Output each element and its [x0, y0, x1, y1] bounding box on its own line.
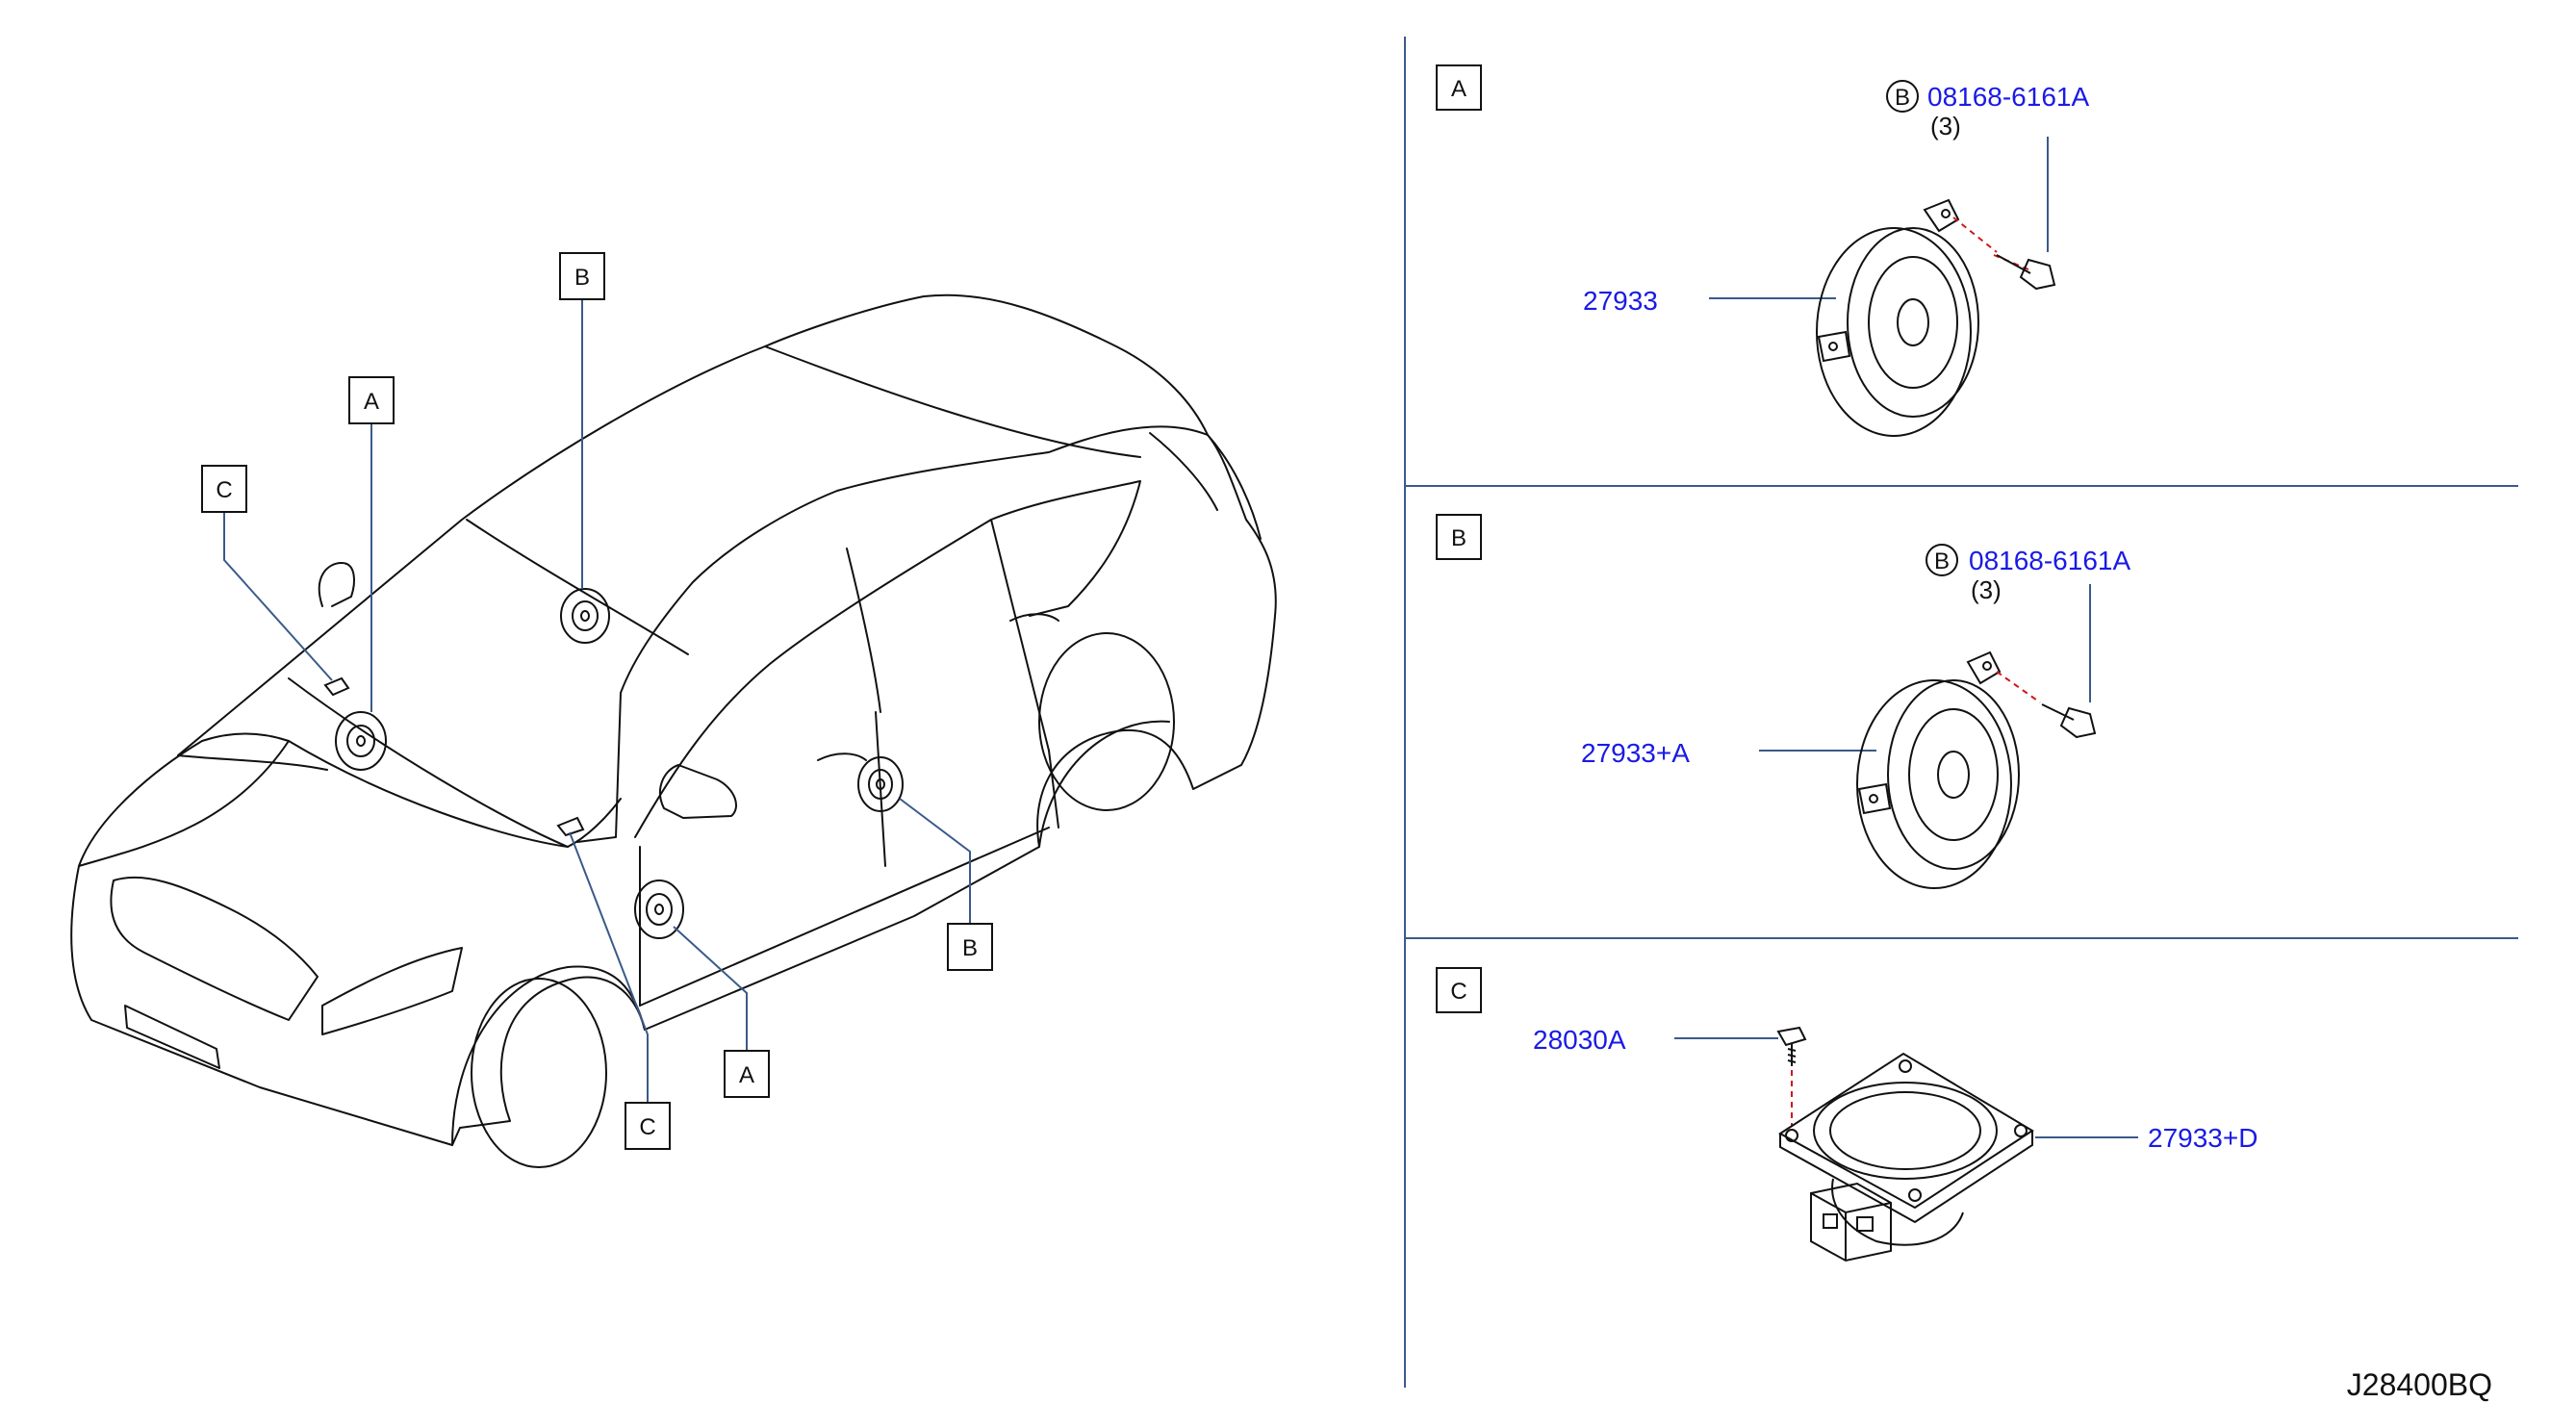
bolt-ref-circle: [1926, 544, 1958, 576]
panel-b-tag-box: [1436, 514, 1482, 560]
panel-c: C 28030A 27933+D: [1436, 967, 2257, 1262]
diagram-code: J28400BQ: [2347, 1367, 2492, 1402]
screw-c: [1776, 1026, 1807, 1126]
bolt-ref-letter: B: [1895, 85, 1910, 111]
bolt-b: [1996, 671, 2097, 739]
panel-b-tag: B: [1451, 525, 1467, 551]
bolt-ref-letter: B: [1934, 548, 1950, 574]
panel-dividers: [1404, 37, 2518, 1388]
speaker-c: [1778, 1052, 2034, 1262]
car-callout-tweeter-left: C: [201, 465, 247, 513]
callout-label: A: [364, 389, 379, 415]
callout-label: B: [574, 265, 590, 291]
callout-label: C: [216, 477, 232, 503]
bolt-part-number: 08168-6161A: [1969, 546, 2130, 575]
car-callout-leaders: [223, 300, 971, 1103]
car-speaker-rear-door: [857, 756, 904, 812]
callout-label: A: [739, 1062, 754, 1088]
car-callout-tweeter-center: C: [625, 1102, 671, 1150]
car-callout-front-door: A: [724, 1050, 770, 1098]
car-callout-rear-door: B: [947, 923, 993, 971]
panel-a: A B 08168-6161A (3) 27933: [1436, 64, 2089, 437]
panel-a-tag: A: [1451, 76, 1467, 102]
car-speaker-dash-left: [335, 711, 387, 771]
bolt-quantity: (3): [1930, 112, 1961, 140]
car-callout-roof: B: [559, 252, 605, 300]
bolt-ref-circle: [1886, 80, 1919, 113]
car-speaker-roof: [560, 588, 610, 644]
screw-part-number: 28030A: [1533, 1025, 1626, 1055]
panel-a-tag-box: [1436, 64, 1482, 111]
callout-label: B: [962, 935, 978, 961]
bolt-part-number: 08168-6161A: [1927, 82, 2089, 112]
speaker-a: [1816, 198, 1979, 437]
bolt-quantity: (3): [1971, 575, 2002, 604]
speaker-part-number: 27933+A: [1581, 738, 1690, 768]
car-speaker-front-door: [634, 880, 684, 939]
speaker-part-number: 27933: [1583, 286, 1658, 316]
car-tweeter-left: [323, 676, 350, 697]
speaker-part-number: 27933+D: [2148, 1123, 2257, 1153]
panel-b: B B 08168-6161A (3) 27933+A: [1436, 514, 2130, 889]
panel-c-tag-box: [1436, 967, 1482, 1013]
callout-label: C: [639, 1114, 655, 1140]
panel-c-tag: C: [1450, 979, 1467, 1005]
car-tweeter-center: [556, 816, 585, 837]
car-illustration: [70, 293, 1277, 1168]
bolt-a: [1952, 217, 2056, 291]
car-callout-dash-left: A: [348, 376, 395, 424]
speaker-b: [1856, 650, 2020, 889]
